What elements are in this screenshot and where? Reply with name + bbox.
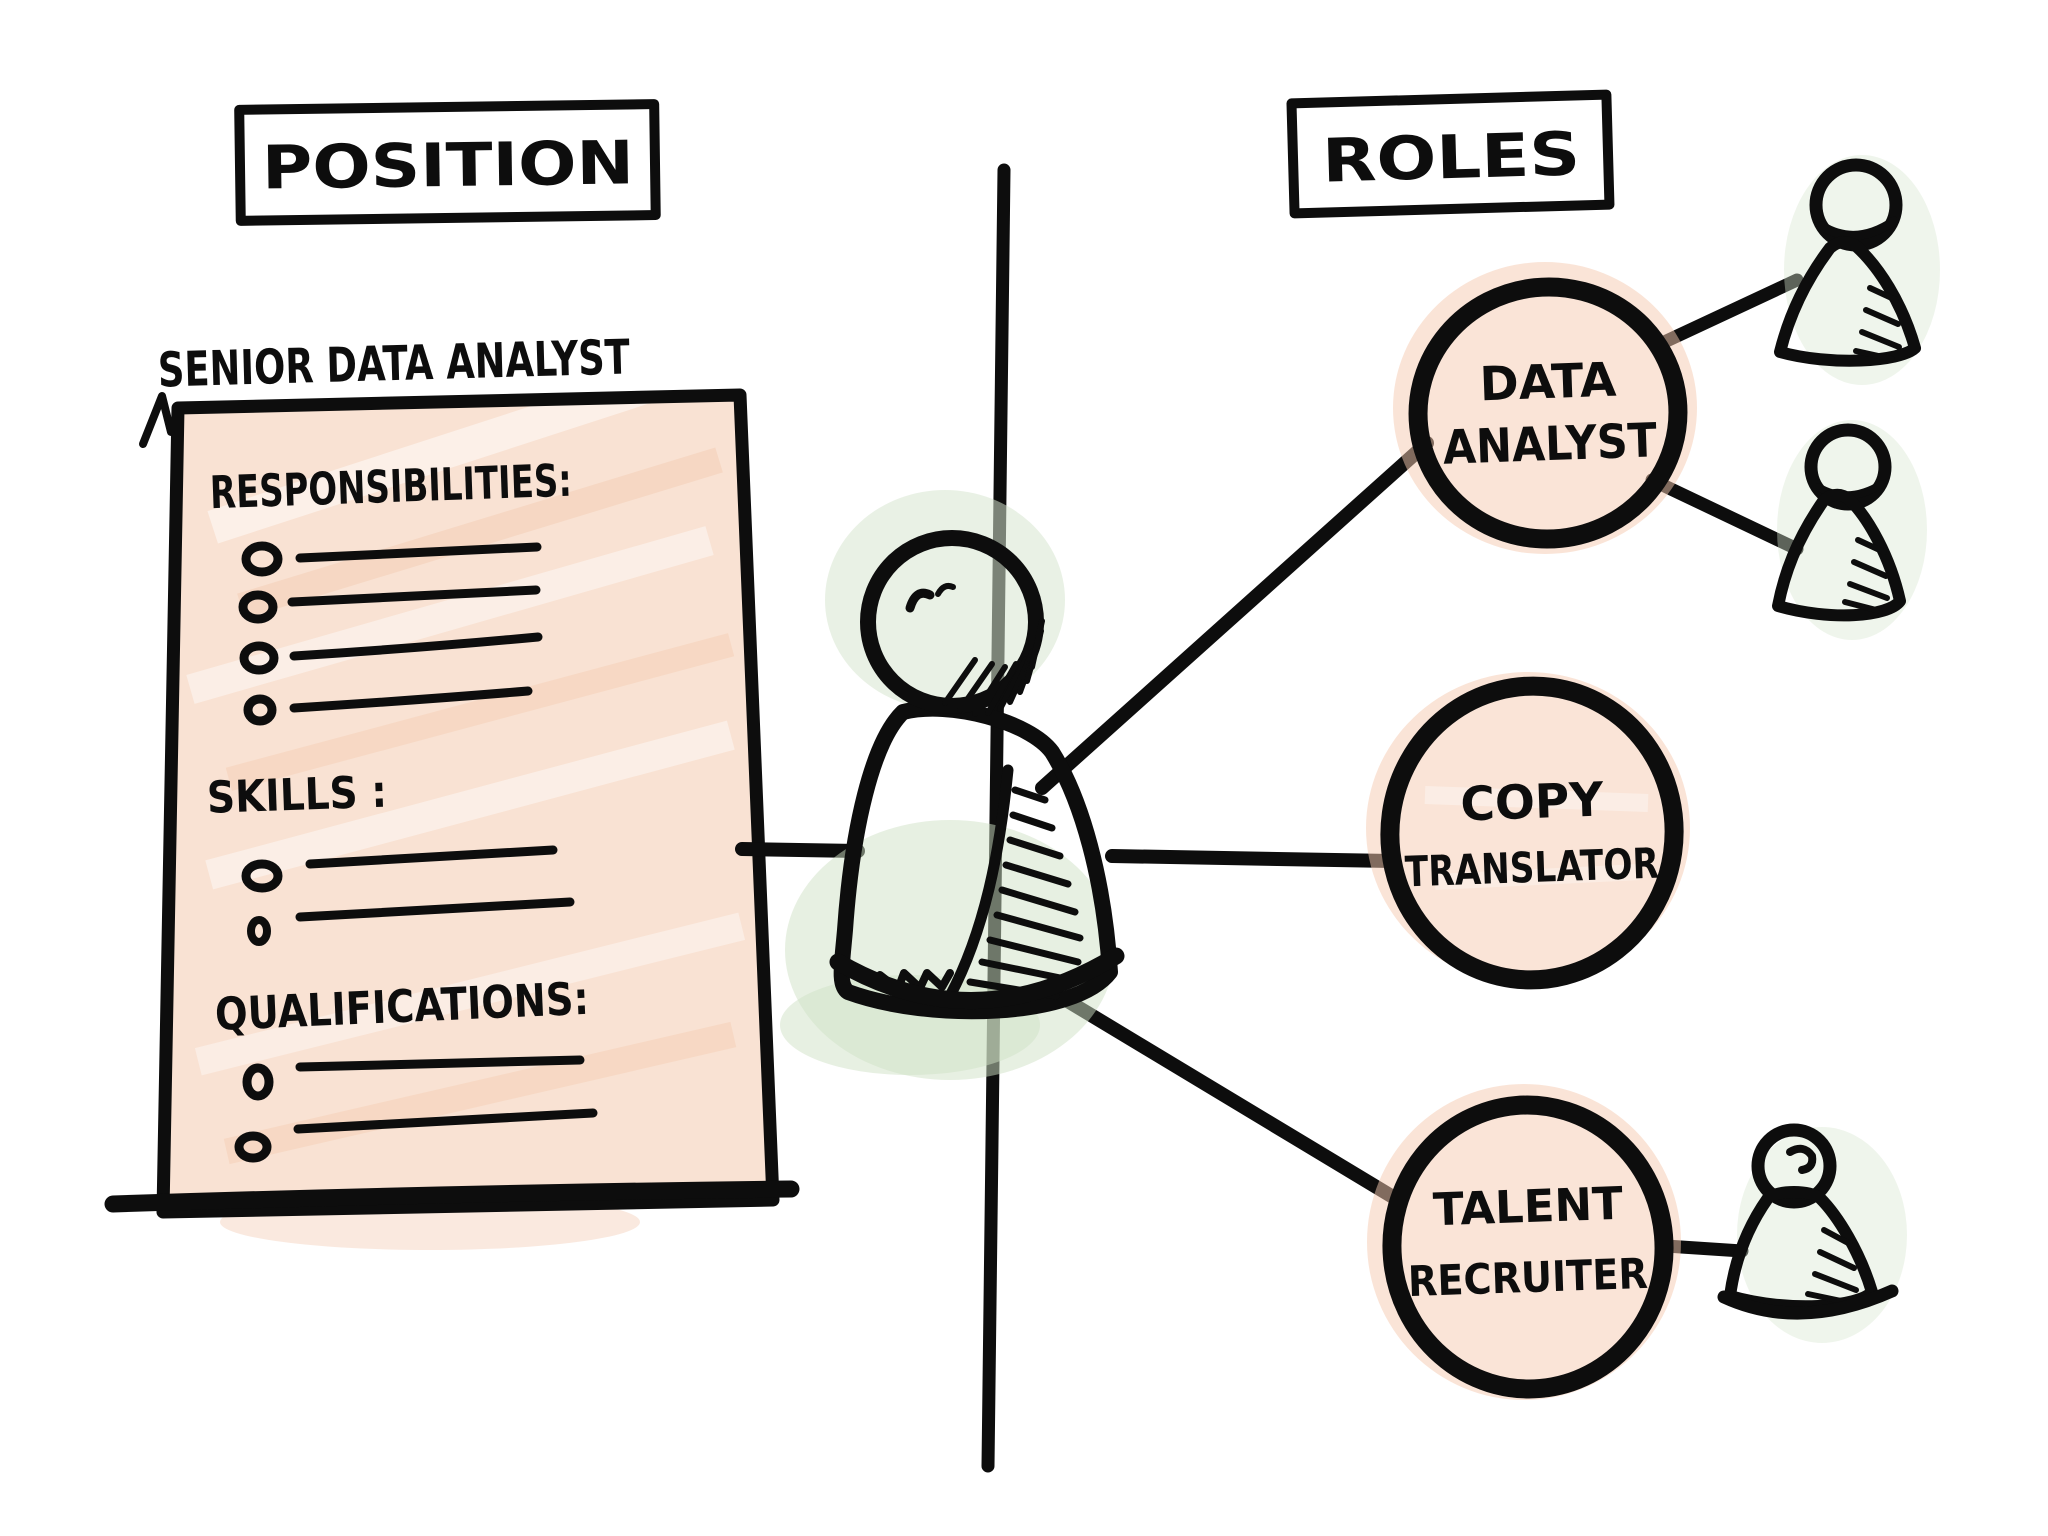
candidate-head [860,530,1044,714]
role-circle-outline [1380,676,1684,990]
connector-candidate-data-analyst [1035,436,1434,795]
member-body [1772,488,1906,622]
member-hatch-lines [1853,285,1902,362]
corner-overshoot-mark [139,392,175,448]
connector-candidate-copy-translator [1105,849,1399,868]
qualifications-bullets [234,1055,598,1163]
role-circle-outline [1408,277,1688,549]
responsibilities-bullets [238,541,543,726]
role-circle-halo [1367,1084,1681,1400]
role-label-analyst: ANALYST [1442,413,1658,475]
position-subtitle: SENIOR DATA ANALYST [157,329,631,398]
position-title-frame [234,99,661,226]
candidate-left-eye [905,588,935,613]
role-label-translator: TRANSLATOR [1404,839,1660,897]
candidate-body-crease [944,764,1014,1002]
role-circle-talent-recruiter: TALENT RECRUITER [1367,1084,1681,1400]
member-body [1774,236,1921,367]
role-circle-halo [1393,262,1697,554]
bullet-item [239,632,543,675]
roles-title-box: ROLES [1286,89,1615,219]
member-head [1751,1123,1837,1209]
section-responsibilities-label: RESPONSIBILITIES: [209,454,573,520]
document-border [156,388,780,1219]
section-skills-label: SKILLS : [206,767,388,824]
role-label-talent: TALENT [1432,1177,1624,1237]
role-circle-halo [1366,672,1690,984]
member-hatch-lines [1842,537,1890,614]
document-baseline [104,1180,800,1213]
member-hatch-lines [1805,1227,1859,1305]
skills-bullets [241,845,575,946]
candidate-face-hatch-lines [942,618,1045,717]
member-base-stroke [1717,1284,1899,1320]
role-label-data: DATA [1479,353,1618,413]
candidate-body-base-stroke [829,947,1125,1009]
role-label-copy: COPY [1460,772,1606,832]
position-title-text: POSITION [262,128,635,203]
connector-data-analyst-member-1 [1653,273,1804,351]
role-circle-copy-translator: COPY TRANSLATOR [1366,672,1690,990]
team-member-figure-2 [1772,420,1927,640]
role-circle-outline [1382,1095,1674,1399]
member-glow [1737,1127,1907,1343]
candidate-right-eye [935,582,956,597]
roles-title-text: ROLES [1321,119,1581,196]
team-member-figure-3 [1717,1123,1907,1343]
connector-data-analyst-member-2 [1645,473,1804,556]
bullet-item [238,585,541,624]
connector-document-candidate [735,842,865,858]
role-label-recruiter: RECRUITER [1407,1249,1649,1306]
connector-candidate-talent-recruiter [1059,993,1405,1207]
bullet-item [247,897,575,946]
divider-line [981,163,1011,1473]
candidate-figure [780,490,1125,1080]
role-circle-data-analyst: DATA ANALYST [1393,262,1697,554]
team-member-figure-1 [1774,155,1940,385]
candidate-body [833,700,1118,1020]
watercolor-streak [1434,864,1641,890]
member-face-line [1786,1144,1817,1174]
bullet-item [234,1108,598,1163]
candidate-head-glow [825,490,1065,710]
job-description-document: RESPONSIBILITIES: SKILLS : [104,350,800,1250]
member-face-line [1817,216,1899,240]
roles-title-frame [1286,89,1615,219]
bullet-item [241,541,542,577]
watercolor-streak [1424,786,1649,812]
bullet-item [243,686,533,726]
bullet-item [242,1055,585,1101]
position-title-box: POSITION [234,99,661,226]
bullet-item [241,845,558,893]
